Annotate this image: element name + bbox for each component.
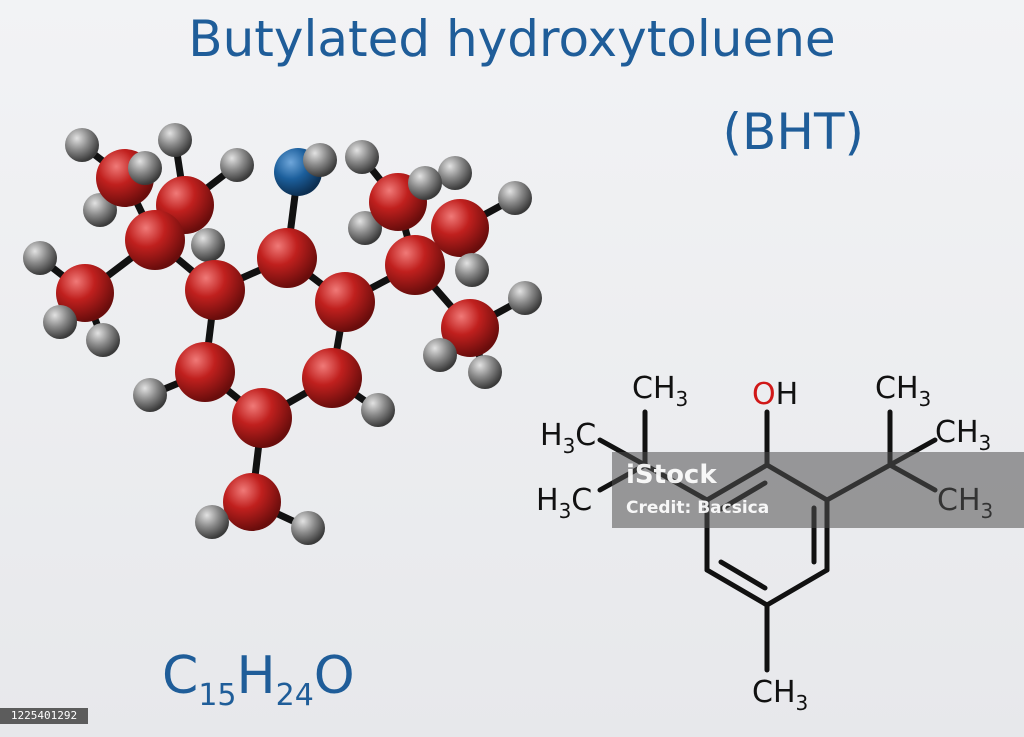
molecule-abbreviation: (BHT) <box>722 103 864 161</box>
skeletal-formula <box>597 409 938 673</box>
label-ch3-right-upper: CH3 <box>935 415 991 455</box>
atoms <box>23 123 542 545</box>
label-h3c-lower: H3C <box>536 483 592 523</box>
molecular-formula: C15H24O <box>162 646 355 713</box>
watermark-credit: Credit: Bacsica <box>626 498 770 518</box>
label-oh: OH <box>752 377 798 412</box>
image-id-tag: 1225401292 <box>0 708 88 724</box>
label-h3c-upper: H3C <box>540 418 596 458</box>
label-ch3-top-right: CH3 <box>875 371 931 411</box>
label-ch3-top-left: CH3 <box>632 371 688 411</box>
molecule-name: Butylated hydroxytoluene <box>188 10 836 68</box>
label-ch3-bottom: CH3 <box>752 675 808 715</box>
watermark-banner: iStock Credit: Bacsica <box>612 452 1024 528</box>
watermark-brand: iStock <box>626 460 717 490</box>
